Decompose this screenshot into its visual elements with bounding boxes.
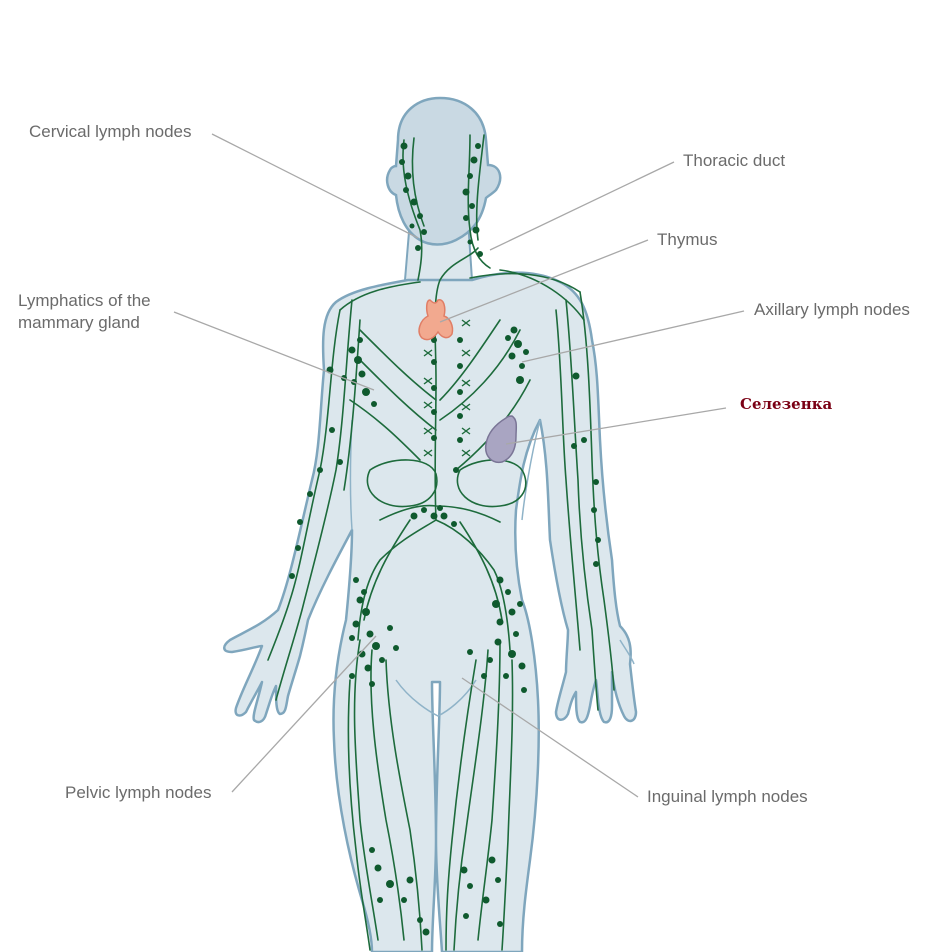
leader-inguinal (461, 677, 639, 798)
leader-thymus (439, 239, 649, 323)
leader-mammary (173, 311, 375, 391)
label-lymphatics-mammary-gland: Lymphatics of the mammary gland (18, 291, 151, 332)
leader-pelvic (231, 635, 377, 793)
leader-spleen (505, 407, 727, 445)
leader-lines (173, 133, 745, 798)
label-axillary-lymph-nodes: Axillary lymph nodes (754, 300, 910, 319)
label-pelvic-lymph-nodes: Pelvic lymph nodes (65, 783, 212, 802)
leader-axillary (521, 310, 745, 363)
label-inguinal-lymph-nodes: Inguinal lymph nodes (647, 787, 808, 806)
leader-cervical (211, 133, 419, 239)
lymph-nodes (289, 142, 601, 936)
thymus-organ (418, 299, 454, 341)
contour-right-arm (521, 419, 541, 521)
leader-thoracic (489, 161, 675, 251)
spleen-organ (484, 415, 518, 464)
label-spleen: Селезенка (740, 395, 833, 413)
body-silhouette (223, 96, 638, 952)
label-cervical-lymph-nodes: Cervical lymph nodes (29, 122, 192, 141)
contour-groin (395, 679, 477, 717)
label-thoracic-duct: Thoracic duct (683, 151, 786, 170)
label-thymus: Thymus (657, 230, 718, 249)
contour-right-hand (619, 639, 635, 665)
